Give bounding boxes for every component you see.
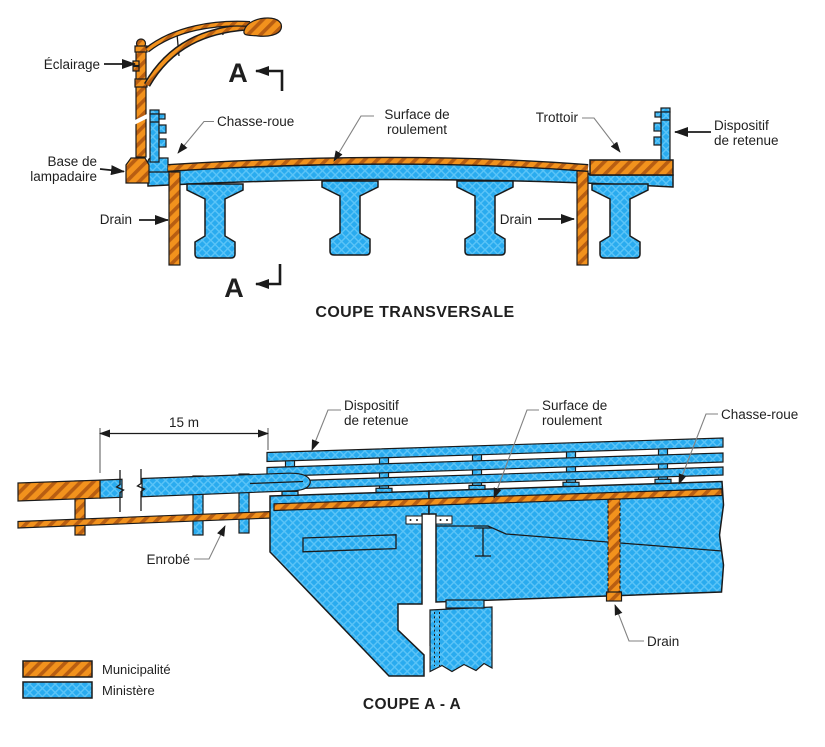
leader-surface	[333, 115, 374, 162]
label-dispositif-1: Dispositif	[344, 398, 399, 413]
label-dispositif-2: de retenue	[714, 133, 779, 148]
guardrail-blue-segment	[99, 478, 123, 499]
right-barrier	[653, 107, 671, 161]
steel-beam-symbol	[474, 527, 492, 557]
surface-roulement-strip	[167, 158, 589, 171]
leader-trottoir	[582, 117, 621, 153]
girder	[186, 183, 244, 259]
leader-enrobe	[194, 525, 226, 560]
dimension-text: 15 m	[169, 415, 199, 430]
leader-surface	[493, 409, 539, 499]
label-chasse-roue: Chasse-roue	[721, 407, 798, 422]
section-arrow	[255, 264, 282, 289]
barrier-block	[654, 111, 662, 118]
guardrail-fold-line	[249, 480, 304, 485]
title-transverse: COUPE TRANSVERSALE	[315, 304, 514, 321]
abutment	[269, 490, 430, 677]
leader-chasse-roue	[177, 120, 214, 154]
guardrail-municipal-segment	[17, 479, 101, 502]
pedestal-gap	[425, 646, 430, 676]
dimension-15m: 15 m	[99, 415, 269, 473]
barrier-post	[149, 113, 160, 163]
label-surface-2: roulement	[387, 122, 447, 137]
section-letter: A	[224, 273, 244, 303]
girder	[321, 180, 379, 256]
barrier-block	[158, 124, 167, 134]
drain-outlet	[605, 591, 623, 602]
label-surface-1: Surface de	[384, 107, 449, 122]
label-surface-1: Surface de	[542, 398, 607, 413]
label-base-2: lampadaire	[30, 169, 97, 184]
drain-pipe-left	[168, 171, 181, 266]
left-barrier	[149, 109, 167, 163]
pole-cap	[134, 45, 148, 53]
break-mark	[136, 469, 146, 511]
bearing-pedestal	[429, 606, 493, 673]
guardrail-transition	[141, 472, 311, 498]
leader-dispositif	[311, 409, 341, 451]
arrow-base	[99, 165, 125, 176]
label-drain-right: Drain	[500, 212, 532, 227]
label-drain: Drain	[647, 634, 679, 649]
leader-drain	[614, 604, 644, 642]
longitudinal-labels: Dispositif de retenue Surface de rouleme…	[146, 398, 798, 649]
label-eclairage: Éclairage	[44, 57, 100, 72]
surface-roulement-strip-long	[273, 488, 723, 512]
label-surface-2: roulement	[542, 413, 602, 428]
section-arrow	[255, 66, 284, 91]
drain-pipe-right	[576, 170, 589, 266]
transverse-section: A A Éclairage Chasse-roue Surface de rou…	[30, 17, 779, 321]
approach-slab-slot	[302, 534, 397, 553]
luminaire-head	[243, 17, 283, 37]
label-drain-left: Drain	[100, 212, 132, 227]
girder	[591, 183, 649, 259]
lamppost-base	[125, 157, 150, 184]
label-dispositif-2: de retenue	[344, 413, 409, 428]
legend: Municipalité Ministère	[22, 660, 171, 699]
label-dispositif-1: Dispositif	[714, 118, 769, 133]
expansion-joint-plates	[405, 515, 453, 525]
leader-chasse-roue	[678, 413, 718, 485]
pole-bracket	[132, 65, 140, 72]
section-mark-top: A	[228, 58, 284, 91]
barrier-block	[158, 138, 167, 148]
drain-hidden	[607, 498, 621, 594]
barrier-block	[158, 113, 166, 120]
break-mark	[115, 470, 125, 512]
section-letter: A	[228, 58, 248, 88]
trottoir-block	[589, 159, 674, 176]
legend-label-ministry: Ministère	[102, 683, 155, 698]
bearing-pad	[445, 599, 485, 609]
label-trottoir: Trottoir	[536, 110, 579, 125]
pole-break-mark	[133, 113, 149, 126]
title-longitudinal: COUPE A - A	[363, 696, 461, 713]
label-enrobe: Enrobé	[146, 552, 190, 567]
barrier-block	[653, 122, 662, 132]
guardrail-post	[238, 473, 250, 534]
legend-label-municipality: Municipalité	[102, 662, 171, 677]
bridge-rails	[266, 437, 724, 491]
barrier-block	[653, 136, 662, 146]
lamp-arm-lower	[145, 25, 249, 86]
longitudinal-section: 15 m Dispositif de retenue Surface de ro…	[17, 398, 798, 713]
enrobe-strip	[17, 510, 273, 529]
barrier-post	[660, 111, 671, 161]
label-base-1: Base de	[47, 154, 97, 169]
legend-swatch-municipality	[22, 660, 93, 678]
lamp-arm-upper	[145, 21, 251, 52]
transverse-labels: Éclairage Chasse-roue Surface de rouleme…	[30, 57, 778, 227]
label-chasse-roue: Chasse-roue	[217, 114, 294, 129]
legend-swatch-ministry	[22, 681, 93, 699]
section-mark-bottom: A	[224, 264, 282, 303]
deck-span	[428, 480, 725, 603]
